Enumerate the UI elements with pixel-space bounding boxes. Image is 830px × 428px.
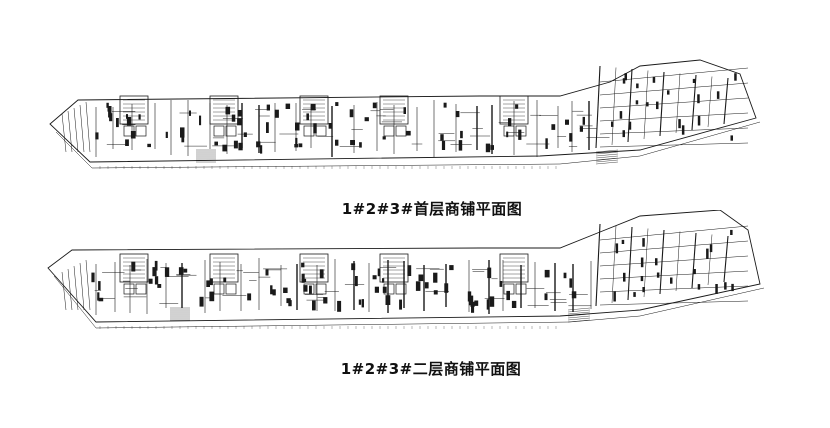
ground-floor-plan-drawing [0, 52, 830, 182]
ground-floor-caption: 1#2#3#首层商铺平面图 [341, 200, 523, 218]
second-floor-caption: 1#2#3#二层商铺平面图 [340, 360, 522, 378]
second-floor-plan-drawing [0, 210, 830, 340]
ground-floor-plan-svg [49, 59, 761, 169]
second-floor-plan-svg [47, 210, 765, 329]
